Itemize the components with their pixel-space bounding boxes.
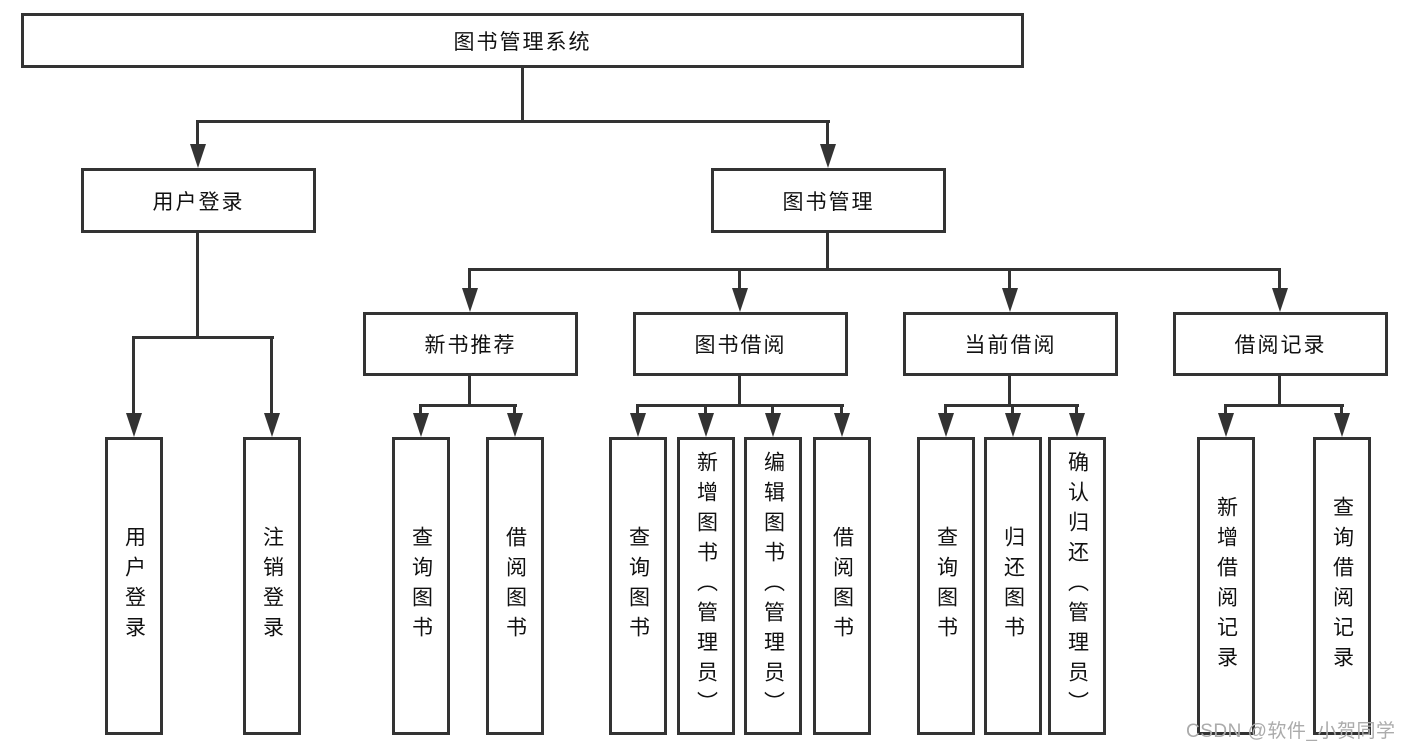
- leaf-return-book: 归还图书: [984, 437, 1042, 735]
- connector-stem: [1011, 404, 1014, 416]
- connector-stem: [1278, 268, 1281, 292]
- connector-hline: [419, 404, 517, 407]
- arrow-down-icon: [190, 144, 206, 168]
- leaf-return-book-label: 归还图书: [1001, 526, 1025, 646]
- leaf-borrow-query-books: 查询图书: [609, 437, 667, 735]
- leaf-query-borrow-record: 查询借阅记录: [1313, 437, 1371, 735]
- connector-stem: [944, 404, 947, 416]
- leaf-add-book-admin-label: 新增图书（管理员）: [694, 451, 718, 721]
- connector-stem: [771, 404, 774, 416]
- arrow-down-icon: [264, 413, 280, 437]
- connector-hline: [1224, 404, 1344, 407]
- arrow-down-icon: [765, 413, 781, 437]
- connector-vline: [1008, 376, 1011, 407]
- connector-vline: [738, 376, 741, 407]
- node-user-login-label: 用户登录: [152, 190, 245, 214]
- arrow-down-icon: [698, 413, 714, 437]
- connector-stem: [196, 120, 199, 146]
- leaf-logout: 注销登录: [243, 437, 301, 735]
- connector-vline: [826, 233, 829, 270]
- arrow-down-icon: [507, 413, 523, 437]
- leaf-add-book-admin: 新增图书（管理员）: [677, 437, 735, 735]
- leaf-user-login-label: 用户登录: [122, 526, 146, 646]
- arrow-down-icon: [820, 144, 836, 168]
- connector-stem: [636, 404, 639, 416]
- node-borrow-records-label: 借阅记录: [1234, 334, 1327, 357]
- connector-stem: [1075, 404, 1078, 416]
- leaf-edit-book-admin: 编辑图书（管理员）: [744, 437, 802, 735]
- connector-stem: [419, 404, 422, 416]
- node-borrow-records: 借阅记录: [1173, 312, 1388, 376]
- leaf-user-login: 用户登录: [105, 437, 163, 735]
- arrow-down-icon: [1002, 288, 1018, 312]
- leaf-current-query-books-label: 查询图书: [934, 526, 958, 646]
- arrow-down-icon: [413, 413, 429, 437]
- node-new-book-recommend: 新书推荐: [363, 312, 578, 376]
- leaf-recommend-borrow-books: 借阅图书: [486, 437, 544, 735]
- node-book-management-label: 图书管理: [782, 190, 875, 214]
- node-book-borrow: 图书借阅: [633, 312, 848, 376]
- node-root-label: 图书管理系统: [453, 30, 592, 54]
- leaf-borrow-query-books-label: 查询图书: [626, 526, 650, 646]
- leaf-borrow-borrow-books: 借阅图书: [813, 437, 871, 735]
- connector-stem: [468, 268, 471, 292]
- connector-hline: [636, 404, 844, 407]
- node-current-borrow: 当前借阅: [903, 312, 1118, 376]
- node-new-book-recommend-label: 新书推荐: [424, 334, 517, 357]
- arrow-down-icon: [1218, 413, 1234, 437]
- arrow-down-icon: [1334, 413, 1350, 437]
- leaf-add-borrow-record-label: 新增借阅记录: [1214, 496, 1238, 676]
- arrow-down-icon: [834, 413, 850, 437]
- arrow-down-icon: [630, 413, 646, 437]
- connector-stem: [738, 268, 741, 292]
- leaf-edit-book-admin-label: 编辑图书（管理员）: [761, 451, 785, 721]
- arrow-down-icon: [462, 288, 478, 312]
- connector-stem: [1340, 404, 1343, 416]
- connector-vline: [521, 68, 524, 120]
- leaf-borrow-borrow-books-label: 借阅图书: [830, 526, 854, 646]
- connector-vline: [196, 233, 199, 338]
- arrow-down-icon: [732, 288, 748, 312]
- node-book-borrow-label: 图书借阅: [694, 334, 787, 357]
- node-book-management: 图书管理: [711, 168, 946, 233]
- connector-hline: [132, 336, 274, 339]
- arrow-down-icon: [1005, 413, 1021, 437]
- connector-stem: [840, 404, 843, 416]
- leaf-recommend-query-books-label: 查询图书: [409, 526, 433, 646]
- connector-stem: [1224, 404, 1227, 416]
- connector-stem: [826, 120, 829, 146]
- connector-hline: [196, 120, 830, 123]
- arrow-down-icon: [126, 413, 142, 437]
- node-current-borrow-label: 当前借阅: [964, 334, 1057, 357]
- connector-vline: [1278, 376, 1281, 407]
- watermark: CSDN @软件_小贺同学: [1186, 721, 1396, 742]
- leaf-logout-label: 注销登录: [260, 526, 284, 646]
- connector-stem: [513, 404, 516, 416]
- node-root: 图书管理系统: [21, 13, 1024, 68]
- arrow-down-icon: [1069, 413, 1085, 437]
- connector-stem: [132, 336, 135, 416]
- arrow-down-icon: [1272, 288, 1288, 312]
- connector-stem: [1008, 268, 1011, 292]
- leaf-add-borrow-record: 新增借阅记录: [1197, 437, 1255, 735]
- leaf-confirm-return-admin-label: 确认归还（管理员）: [1065, 451, 1089, 721]
- leaf-query-borrow-record-label: 查询借阅记录: [1330, 496, 1354, 676]
- arrow-down-icon: [938, 413, 954, 437]
- node-user-login: 用户登录: [81, 168, 316, 233]
- leaf-recommend-query-books: 查询图书: [392, 437, 450, 735]
- connector-stem: [704, 404, 707, 416]
- connector-hline: [468, 268, 1281, 271]
- leaf-recommend-borrow-books-label: 借阅图书: [503, 526, 527, 646]
- leaf-current-query-books: 查询图书: [917, 437, 975, 735]
- connector-vline: [468, 376, 471, 407]
- leaf-confirm-return-admin: 确认归还（管理员）: [1048, 437, 1106, 735]
- connector-stem: [270, 336, 273, 416]
